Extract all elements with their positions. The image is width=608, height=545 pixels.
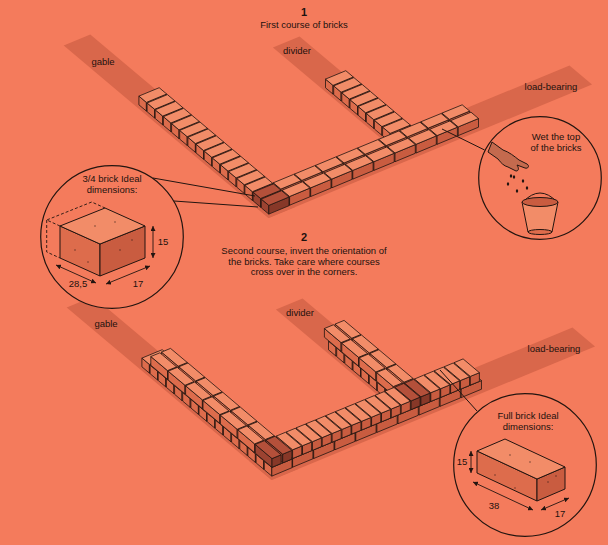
dimension-value: 17 (133, 279, 144, 290)
brick-top (151, 353, 177, 371)
brick-texture (131, 239, 133, 241)
brick (261, 191, 289, 214)
dimension-value: 38 (489, 501, 500, 512)
step-number: 2 (301, 231, 307, 243)
callout-heading: 3/4 brick Ideal dimensions: (67, 174, 157, 195)
brick-texture (555, 475, 557, 477)
wall-band (64, 34, 296, 218)
callout-outline-circle (479, 117, 602, 240)
brick-texture (529, 461, 531, 463)
brick (255, 441, 281, 468)
bucket-base (528, 230, 552, 235)
dimension-arrow (153, 226, 154, 258)
second-course (67, 296, 595, 480)
callout-ground (478, 116, 602, 240)
wall-band (273, 37, 412, 142)
brick-top (324, 325, 350, 343)
water-drop (516, 189, 518, 193)
wall-label: load-bearing (528, 344, 581, 355)
brick-texture (514, 487, 516, 489)
leader-line (442, 129, 485, 150)
brick-texture (119, 249, 121, 251)
brick-top (359, 354, 385, 372)
step-caption: Second course, invert the orientation of… (217, 246, 392, 278)
wall-label: gable (91, 57, 114, 68)
brick-texture (509, 454, 511, 456)
brick-course (139, 71, 479, 214)
wall-label: divider (283, 46, 311, 57)
callout-outline-circle (454, 394, 597, 537)
brick-top (261, 191, 289, 206)
dimension-value: 15 (158, 237, 169, 248)
brick-top (203, 397, 229, 415)
hand (488, 142, 528, 171)
bucket-water (522, 198, 558, 207)
callout-outline-circle (41, 166, 184, 309)
brick-top (255, 441, 281, 459)
wall-label: gable (94, 319, 117, 330)
callout-heading: Full brick Ideal dimensions: (483, 411, 573, 432)
wall-label: First course of bricks (260, 20, 348, 31)
dimension-arrow (106, 266, 150, 284)
water-drop (510, 174, 512, 178)
brick-top (60, 208, 145, 244)
brick-top (220, 411, 246, 429)
dimension-arrow (473, 482, 533, 510)
brick-texture (74, 249, 76, 251)
callout-ground (453, 393, 597, 537)
brick-texture (94, 225, 96, 227)
brick-top (238, 426, 264, 444)
brick-texture (114, 221, 116, 223)
missing-quarter (47, 220, 60, 258)
dimension-value: 15 (457, 457, 468, 468)
brick-top (186, 382, 212, 400)
brick-texture (547, 481, 549, 483)
wall-label: divider (286, 308, 314, 319)
brick-course (142, 320, 482, 476)
water-drop (507, 182, 509, 186)
brick-top (377, 369, 403, 387)
water-drop (526, 186, 528, 190)
brick-texture (494, 474, 496, 476)
wall-label: load-bearing (525, 82, 578, 93)
callout-heading: Wet the top of the bricks (528, 132, 584, 153)
callout-circle: 3/4 brick Ideal dimensions: 15 28,5 17 (40, 165, 184, 309)
leader-line (174, 201, 258, 207)
callout-ground (40, 165, 184, 309)
brick-texture (87, 261, 89, 263)
dimension-value: 17 (555, 509, 566, 520)
water-drop (522, 179, 524, 183)
water-drop (513, 175, 515, 179)
wall-band (67, 296, 299, 480)
brick-top (342, 340, 368, 358)
dimension-value: 28,5 (69, 279, 88, 290)
callout-circle: Wet the top of the bricks (478, 116, 602, 240)
step-number: 1 (301, 6, 307, 18)
callout-circle: Full brick Ideal dimensions: 15 38 17 (453, 393, 597, 537)
dimension-arrow (471, 451, 472, 473)
leader-line (440, 370, 477, 411)
brick-top (477, 439, 565, 479)
brick-top (168, 367, 194, 385)
